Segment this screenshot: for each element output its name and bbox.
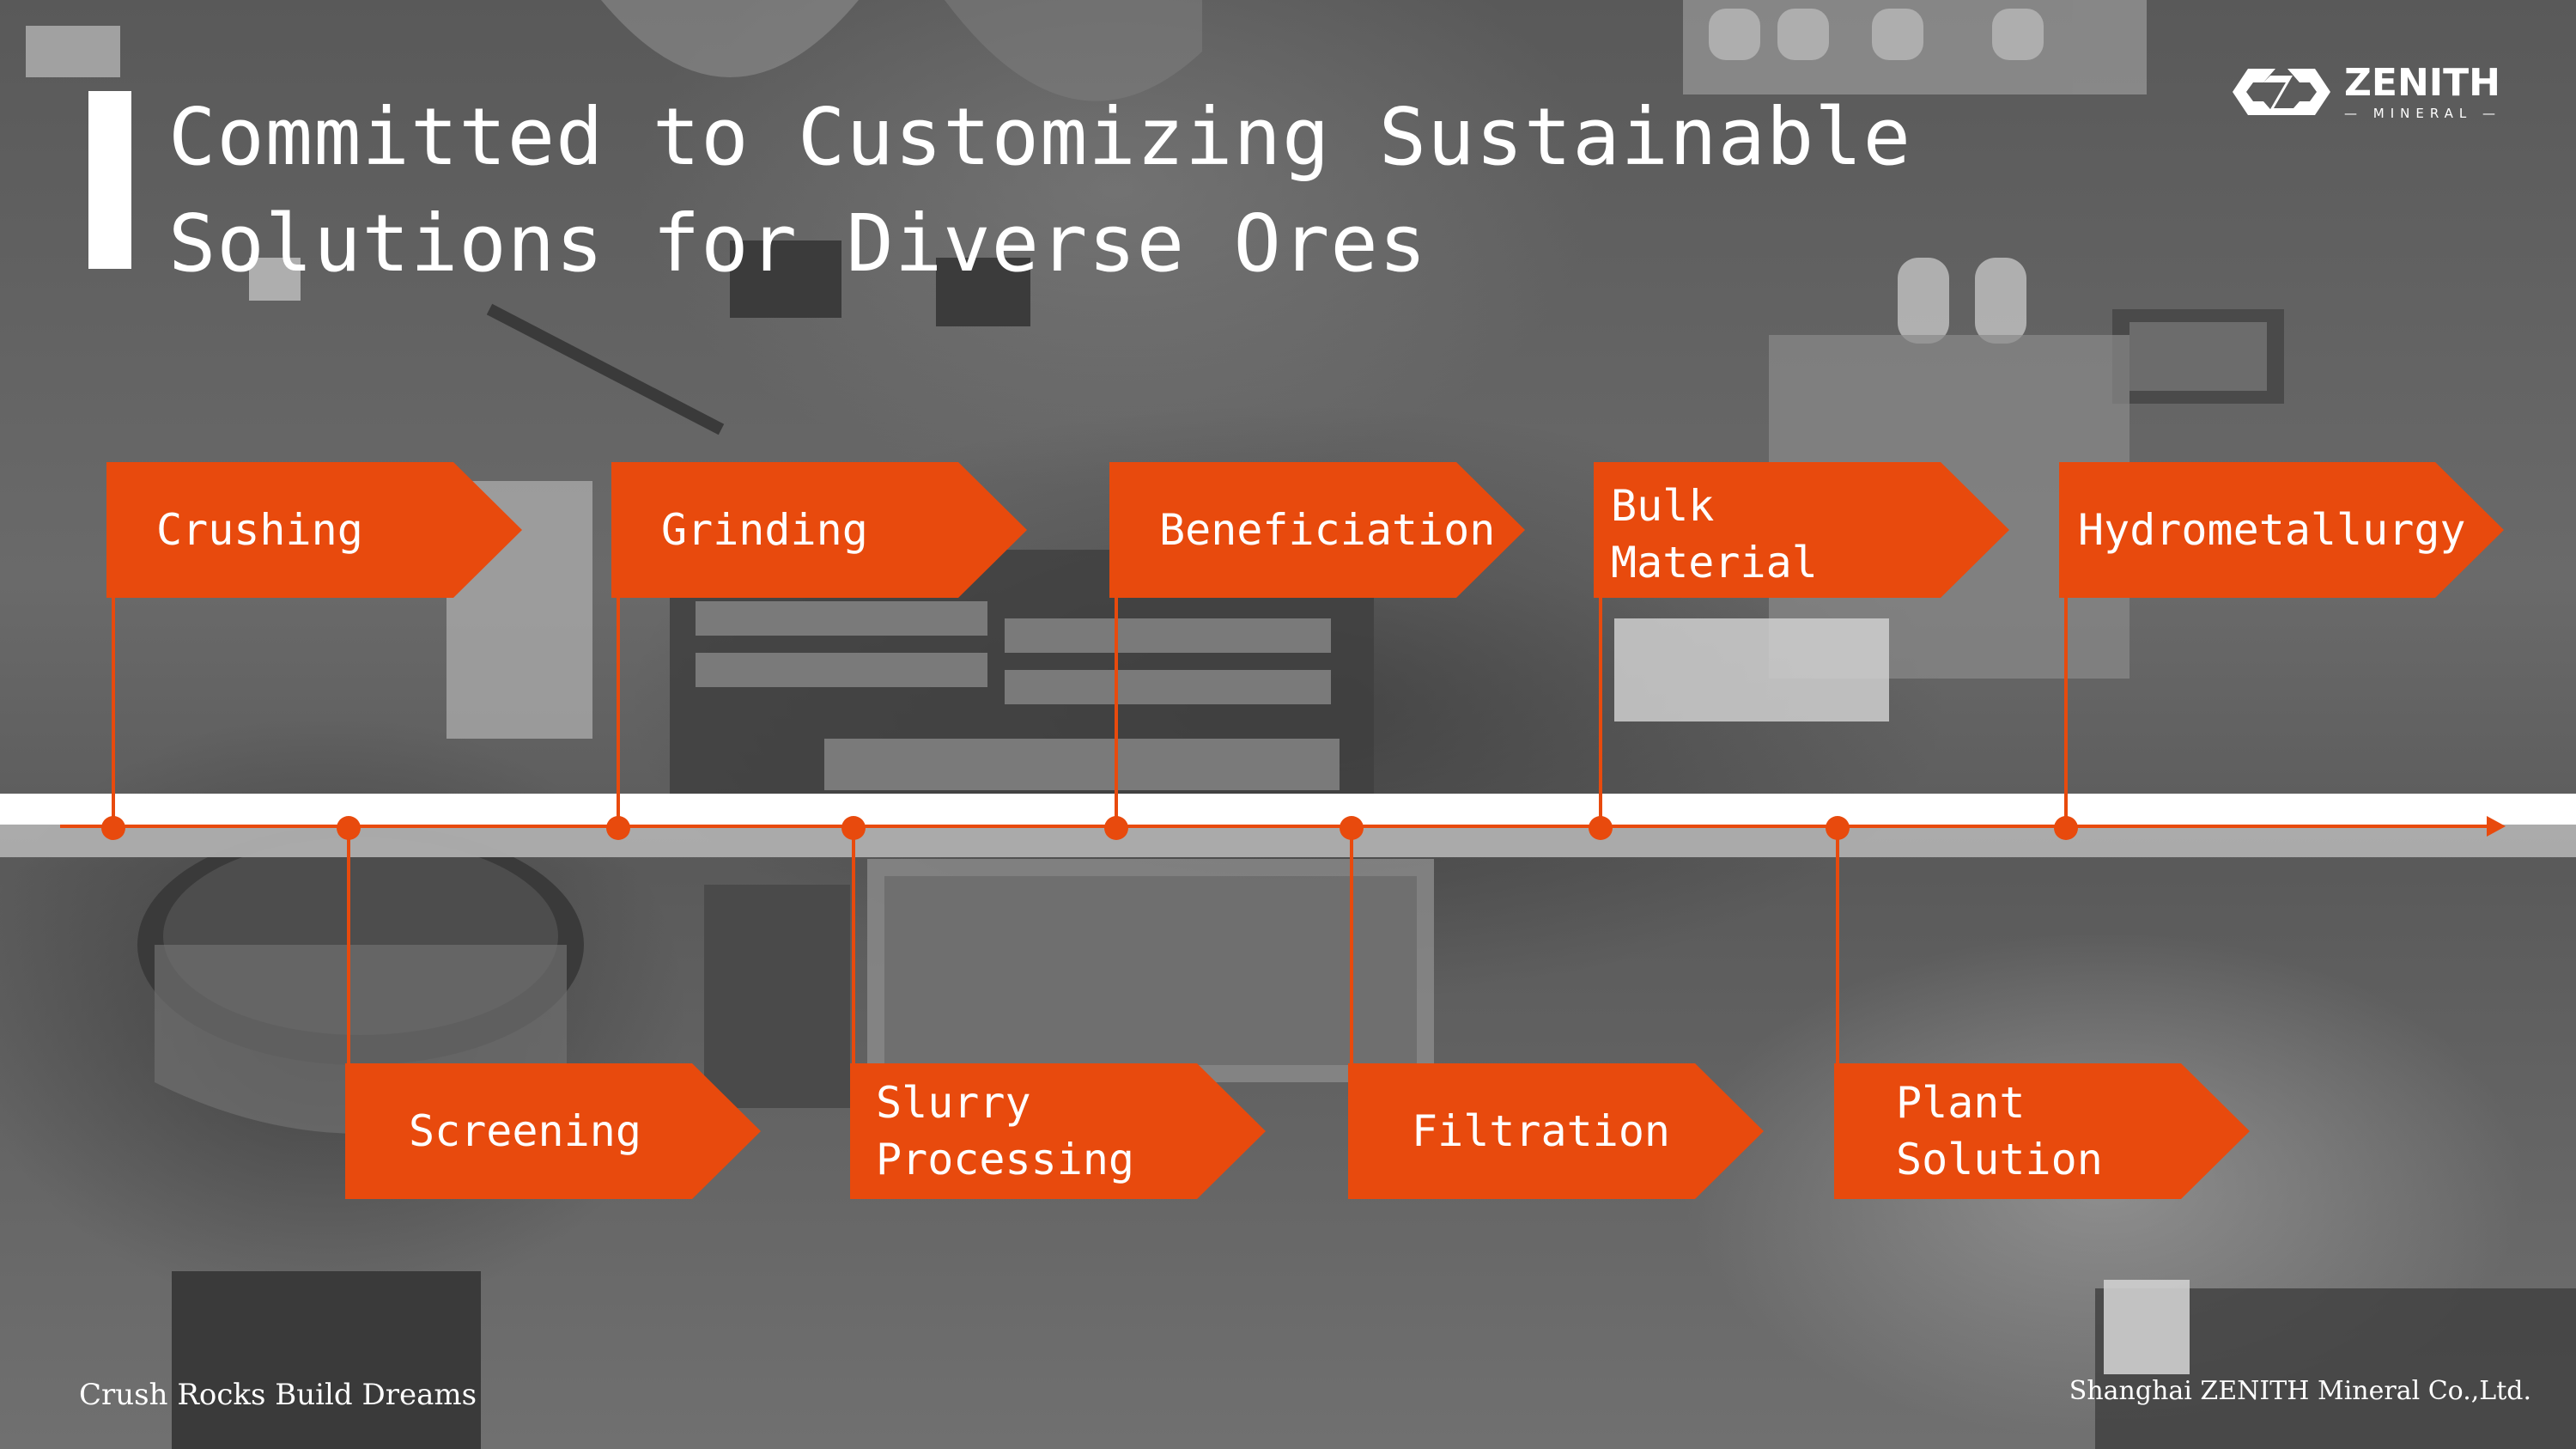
stage-crushing-label: Crushing <box>156 505 363 555</box>
timeline-dot-hydro <box>2054 816 2078 840</box>
stem-crushing <box>112 593 115 826</box>
page-title: Committed to Customizing Sustainable Sol… <box>168 84 1911 297</box>
stage-bulk-material-handling[interactable]: Bulk Material Handling <box>1594 462 2009 598</box>
footer-slogan: Crush Rocks Build Dreams <box>79 1378 477 1412</box>
stem-screening <box>347 826 350 1065</box>
stem-plant <box>1836 826 1839 1065</box>
zenith-logo-icon <box>2233 69 2330 115</box>
stage-plant-solution[interactable]: Plant Solution <box>1834 1063 2250 1199</box>
timeline-dot-beneficiation <box>1104 816 1128 840</box>
timeline-band-shadow <box>0 825 2576 857</box>
timeline-dot-crushing <box>101 816 125 840</box>
stage-plant-label: Plant Solution <box>1896 1078 2103 1184</box>
stage-beneficiation-label: Beneficiation <box>1159 505 1496 555</box>
stem-filtration <box>1350 826 1353 1065</box>
stage-filtration-label: Filtration <box>1412 1106 1671 1156</box>
title-line-1: Committed to Customizing Sustainable <box>168 91 1911 183</box>
stage-screening-label: Screening <box>409 1106 641 1156</box>
stem-beneficiation <box>1115 593 1118 826</box>
timeline-dot-filtration <box>1340 816 1364 840</box>
stage-hydro-label: Hydrometallurgy <box>2078 505 2466 555</box>
timeline-dot-slurry <box>841 816 866 840</box>
stem-grinding <box>617 593 620 826</box>
title-line-2: Solutions for Diverse Ores <box>168 198 1428 289</box>
logo-subtitle: — MINERAL — <box>2344 106 2502 121</box>
stage-screening[interactable]: Screening <box>345 1063 761 1199</box>
timeline-dot-plant <box>1826 816 1850 840</box>
stem-hydro <box>2064 593 2068 826</box>
title-accent-bar <box>88 91 131 269</box>
stage-hydrometallurgy[interactable]: Hydrometallurgy <box>2059 462 2504 598</box>
stage-grinding[interactable]: Grinding <box>611 462 1027 598</box>
timeline-line <box>60 825 2499 828</box>
timeline-dot-screening <box>337 816 361 840</box>
timeline-dot-bulk <box>1589 816 1613 840</box>
timeline-arrow-icon <box>2487 816 2506 837</box>
logo-subtitle-text: MINERAL <box>2372 106 2473 121</box>
timeline-band <box>0 794 2576 825</box>
stem-bulk <box>1599 593 1602 826</box>
stem-slurry <box>852 826 855 1065</box>
stage-slurry-label: Slurry Processing <box>876 1078 1135 1184</box>
company-logo: ZENITH — MINERAL — <box>2229 58 2506 127</box>
logo-name: ZENITH <box>2344 61 2500 105</box>
stage-beneficiation[interactable]: Beneficiation <box>1109 462 1525 598</box>
stage-slurry-processing[interactable]: Slurry Processing <box>850 1063 1266 1199</box>
footer-company: Shanghai ZENITH Mineral Co.,Ltd. <box>2069 1376 2531 1406</box>
stage-crushing[interactable]: Crushing <box>106 462 522 598</box>
stage-filtration[interactable]: Filtration <box>1348 1063 1764 1199</box>
stage-grinding-label: Grinding <box>661 505 868 555</box>
timeline-dot-grinding <box>606 816 630 840</box>
